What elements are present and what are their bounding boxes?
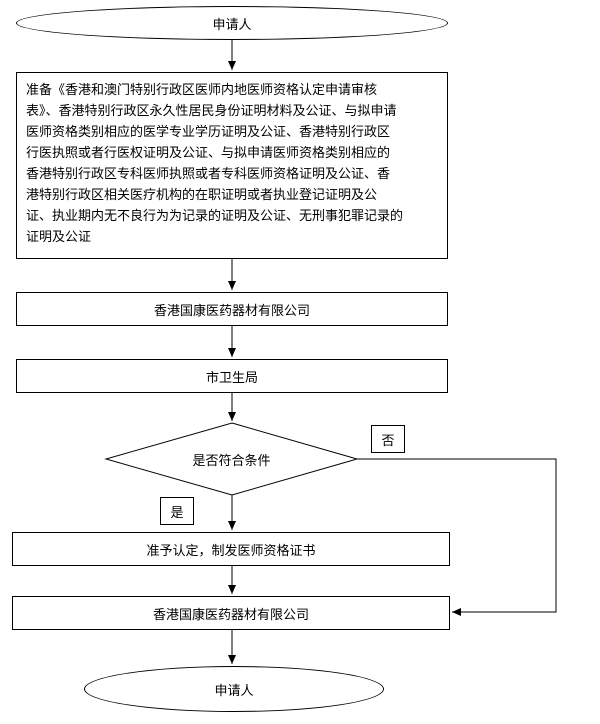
approve-box: 准予认定，制发医师资格证书 <box>12 532 450 566</box>
company-1-label: 香港国康医药器材有限公司 <box>153 303 310 319</box>
no-label: 否 <box>381 433 395 449</box>
company-box-2: 香港国康医药器材有限公司 <box>12 596 450 630</box>
decision-label: 是否符合条件 <box>192 454 271 469</box>
start-terminal: 申请人 <box>16 6 448 40</box>
arrow-decision-no-path <box>357 458 557 616</box>
prepare-line: 证明及公证 <box>26 230 92 245</box>
company-box-1: 香港国康医药器材有限公司 <box>16 292 448 326</box>
prepare-line: 证、执业期内无不良行为为记录的证明及公证、无刑事犯罪记录的 <box>26 209 404 224</box>
company-2-label: 香港国康医药器材有限公司 <box>152 607 309 623</box>
prepare-line: 医师资格类别相应的医学专业学历证明及公证、香港特别行政区 <box>26 125 391 140</box>
approve-label: 准予认定，制发医师资格证书 <box>146 543 316 559</box>
bureau-label: 市卫生局 <box>205 370 258 386</box>
prepare-line: 准备《香港和澳门特别行政区医师内地医师资格认定申请审核 <box>26 83 378 98</box>
prepare-line: 香港特别行政区专科医师执照或者专科医师资格证明及公证、香 <box>26 167 391 182</box>
no-label-box: 否 <box>371 425 405 453</box>
bureau-box: 市卫生局 <box>16 359 448 393</box>
prepare-text: 准备《香港和澳门特别行政区医师内地医师资格认定申请审核 表》、香港特别行政区永久… <box>26 80 403 248</box>
prepare-line: 港特别行政区相关医疗机构的在职证明或者执业登记证明及公 <box>26 188 378 203</box>
prepare-materials-box: 准备《香港和澳门特别行政区医师内地医师资格认定申请审核 表》、香港特别行政区永久… <box>16 72 448 259</box>
yes-label: 是 <box>170 505 184 521</box>
end-label: 申请人 <box>214 683 254 699</box>
end-terminal: 申请人 <box>84 666 384 712</box>
prepare-line: 表》、香港特别行政区永久性居民身份证明材料及公证、与拟申请 <box>26 104 397 119</box>
start-label: 申请人 <box>212 17 252 33</box>
yes-label-box: 是 <box>160 497 194 525</box>
prepare-line: 行医执照或者行医权证明及公证、与拟申请医师资格类别相应的 <box>26 146 391 161</box>
